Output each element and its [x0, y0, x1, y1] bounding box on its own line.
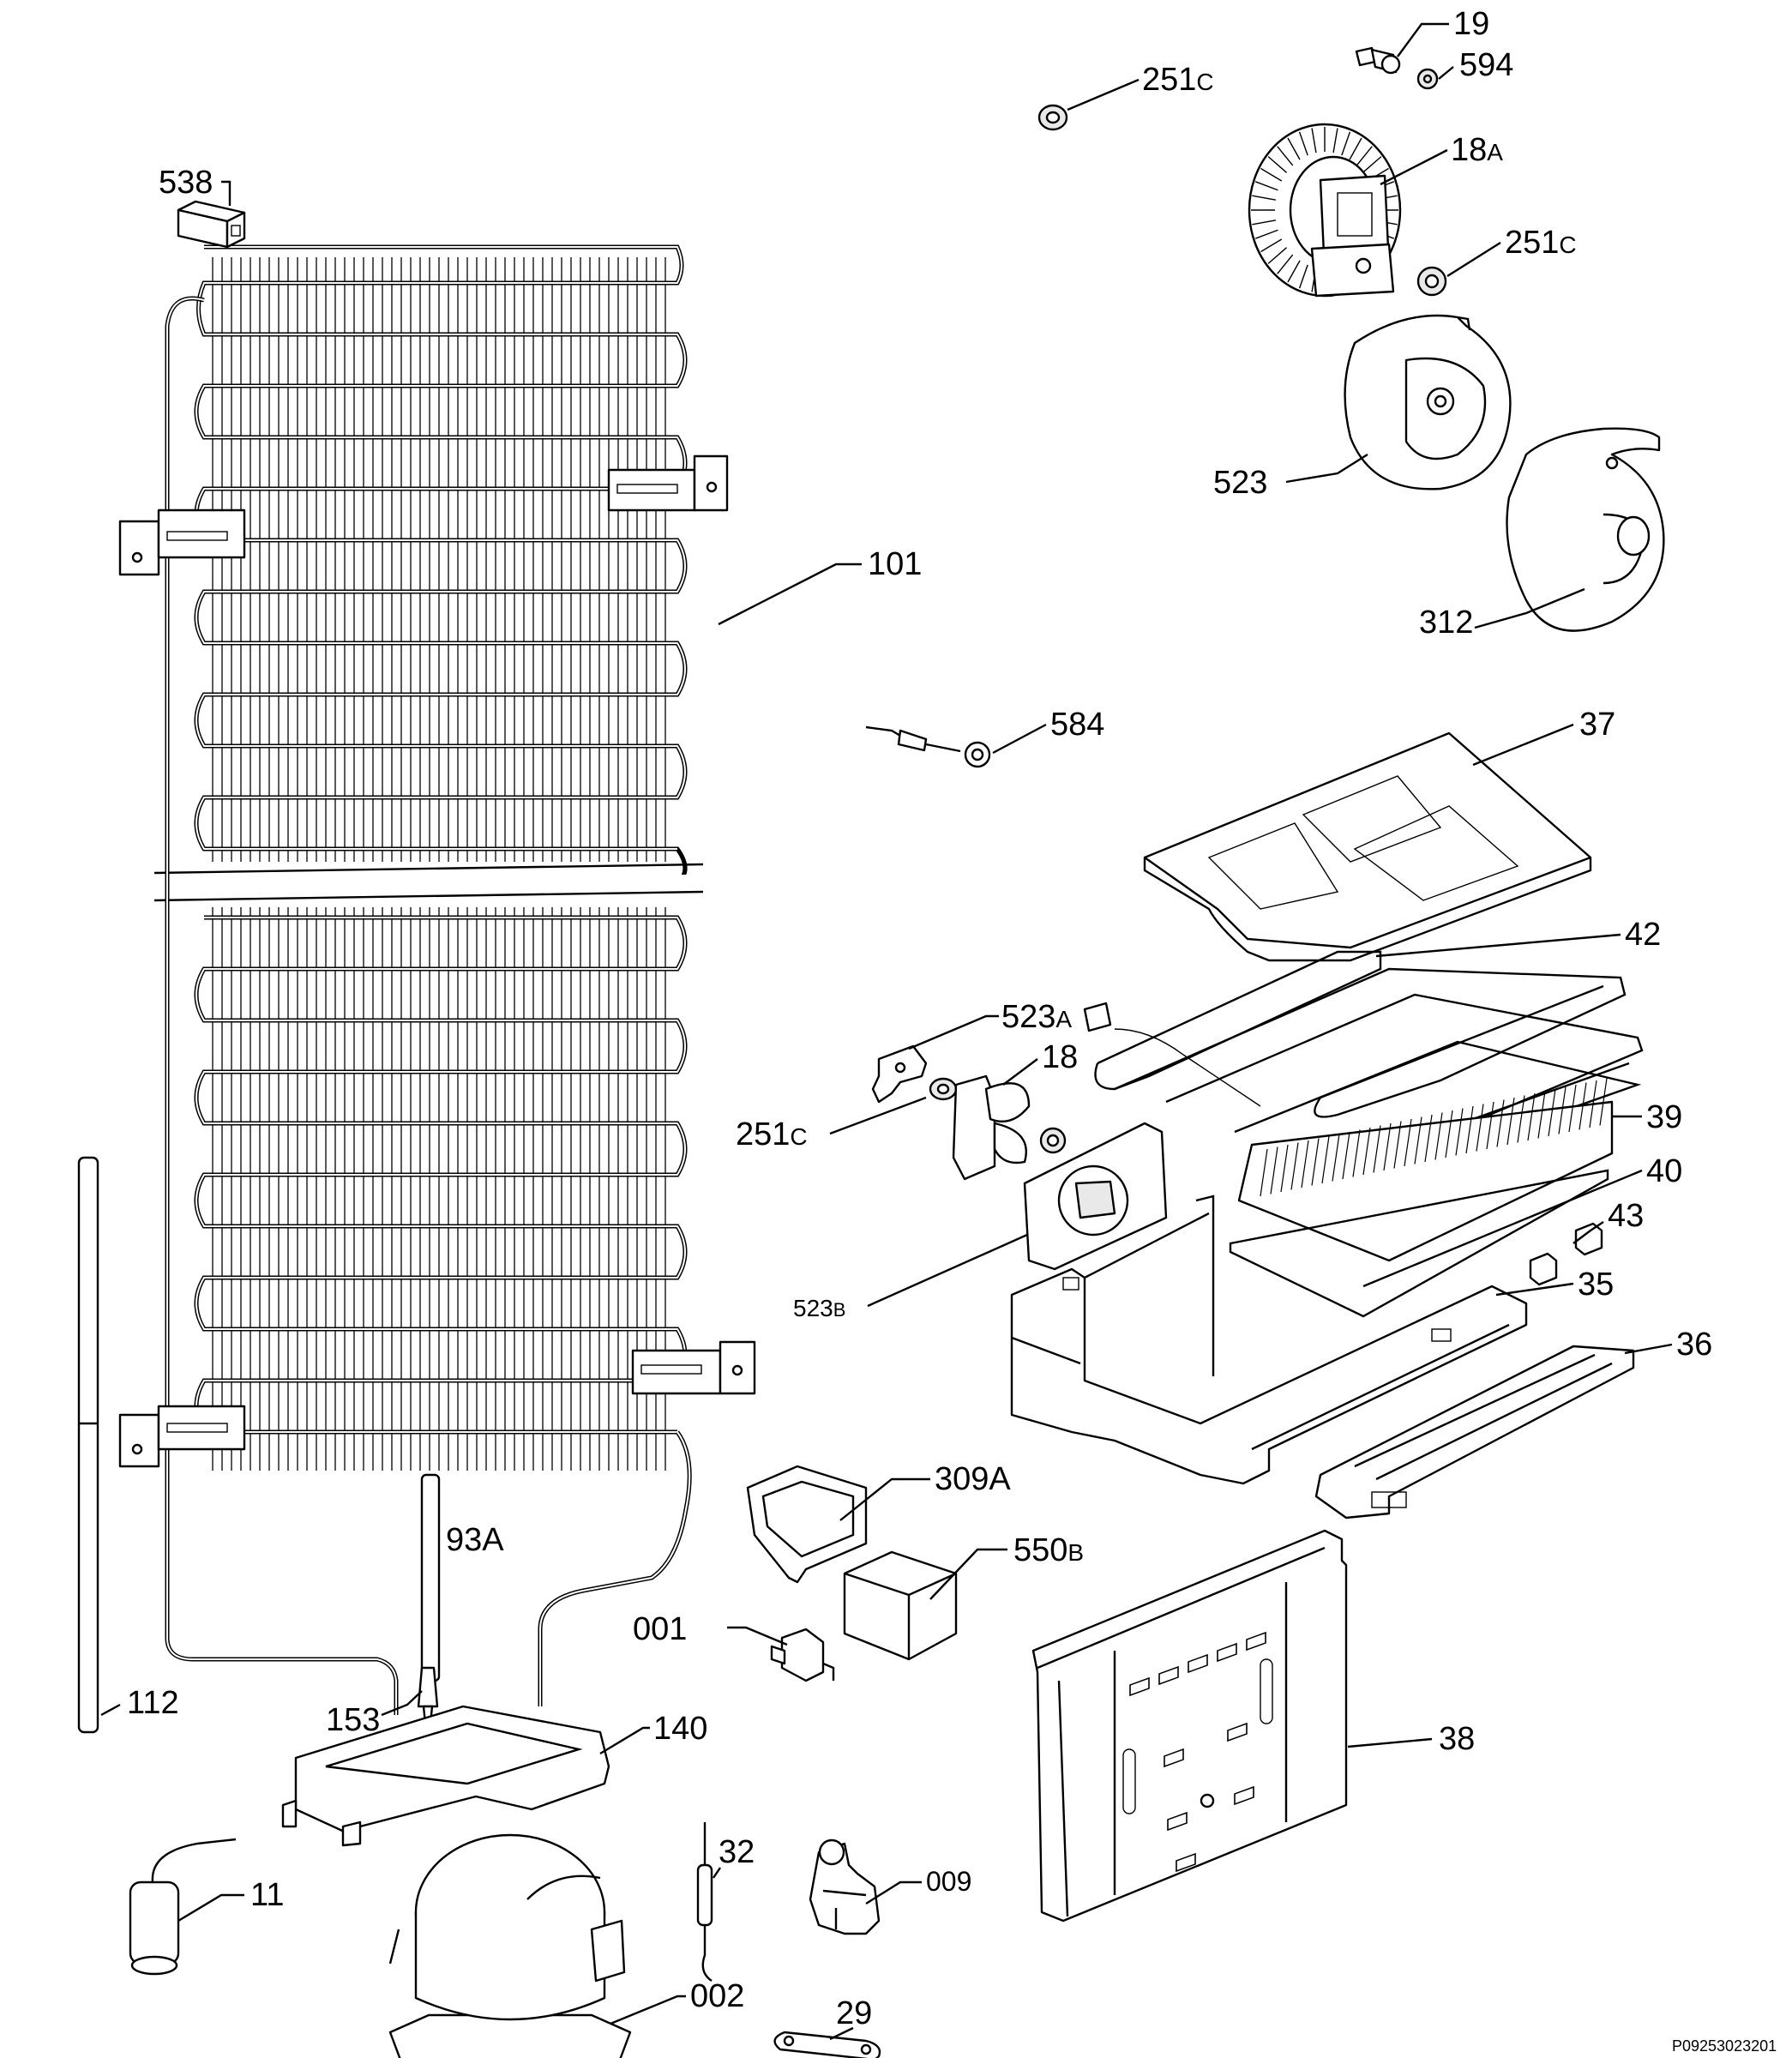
label-35: 35 [1578, 1267, 1614, 1303]
part-36-drain-channel [1314, 1345, 1635, 1519]
part-40-plate [1229, 1169, 1609, 1318]
part-140-compressor-base [281, 1705, 610, 1847]
part-523-fan-housing [1344, 314, 1512, 490]
part-251c-grommet-low [929, 1077, 958, 1101]
part-312-fan-cover [1506, 427, 1665, 632]
label-594: 594 [1459, 47, 1513, 83]
condenser-wires [212, 257, 666, 1471]
part-37-evaporator-cover [1143, 731, 1592, 962]
label-251c-top: 251C [1142, 62, 1214, 98]
label-523a: 523A [1001, 999, 1072, 1035]
part-309a-bracket [746, 1465, 868, 1584]
label-523: 523 [1213, 465, 1267, 501]
label-153: 153 [326, 1702, 380, 1738]
label-39: 39 [1646, 1099, 1682, 1135]
label-11: 11 [250, 1877, 284, 1913]
label-002: 002 [690, 1978, 744, 2014]
part-38-back-cover [1031, 1529, 1348, 1923]
label-18a: 18A [1451, 132, 1503, 168]
part-550b-box [843, 1550, 958, 1661]
condenser-coil [118, 244, 756, 1715]
condenser-bracket-lower-left [118, 1405, 246, 1468]
label-32: 32 [719, 1834, 755, 1870]
label-251c-low: 251C [736, 1116, 808, 1152]
condenser-bracket-upper-right [607, 454, 729, 512]
label-29: 29 [836, 1995, 872, 2031]
part-523a-bracket [871, 1044, 928, 1104]
label-009: 009 [926, 1866, 971, 1897]
part-29-strap [773, 2031, 881, 2058]
leader-lines [100, 22, 1673, 2041]
part-11-capacitor [129, 1838, 237, 1976]
part-594-nut [1416, 68, 1439, 90]
part-19-pin [1355, 46, 1401, 75]
label-251c-mid: 251C [1505, 225, 1577, 261]
label-538: 538 [159, 165, 213, 201]
label-36: 36 [1676, 1327, 1712, 1363]
evaporator-fins [1260, 1078, 1608, 1197]
part-001-starter [770, 1628, 835, 1682]
label-309a: 309A [935, 1461, 1011, 1497]
part-584-sensor [865, 725, 991, 768]
part-93a-tube [420, 1473, 441, 1682]
part-002-compressor [388, 1833, 632, 2058]
label-550b: 550B [1013, 1532, 1084, 1568]
part-43-clips [1529, 1222, 1603, 1286]
diagram-code: P09253023201 [1672, 2037, 1777, 2055]
part-labels: 19 594 251C 18A 251C 538 523 101 312 584… [127, 6, 1777, 2055]
part-251c-grommet-top [1037, 104, 1068, 131]
label-19: 19 [1453, 6, 1489, 42]
condenser-bracket-lower-right [631, 1340, 756, 1395]
part-009-relay [809, 1838, 881, 1935]
cover-slots [1129, 1631, 1266, 1873]
part-35-evaporator-tray [1010, 1194, 1528, 1485]
part-18a-fan-motor [1248, 123, 1402, 298]
part-523b-fan-plate [1023, 1122, 1168, 1271]
label-37: 37 [1579, 707, 1615, 743]
label-38: 38 [1439, 1721, 1475, 1757]
label-18: 18 [1042, 1039, 1078, 1075]
part-32-protector [696, 1822, 713, 1982]
part-112-pipe [77, 1156, 99, 1734]
label-93a: 93A [446, 1522, 504, 1558]
label-312: 312 [1419, 605, 1473, 641]
part-538-plug [177, 200, 246, 249]
label-523b: 523B [793, 1295, 845, 1321]
condenser-bracket-upper-left [118, 508, 246, 576]
part-251c-grommet-mid [1416, 266, 1447, 297]
label-112: 112 [127, 1685, 179, 1721]
label-101: 101 [868, 546, 922, 582]
label-001: 001 [633, 1611, 687, 1647]
part-18-evaporator-fan [952, 1074, 1067, 1181]
label-140: 140 [653, 1711, 707, 1747]
label-584: 584 [1050, 707, 1104, 743]
label-42: 42 [1625, 917, 1661, 953]
label-43: 43 [1608, 1198, 1644, 1234]
label-40: 40 [1646, 1153, 1682, 1189]
part-39-evaporator [1237, 1078, 1614, 1262]
